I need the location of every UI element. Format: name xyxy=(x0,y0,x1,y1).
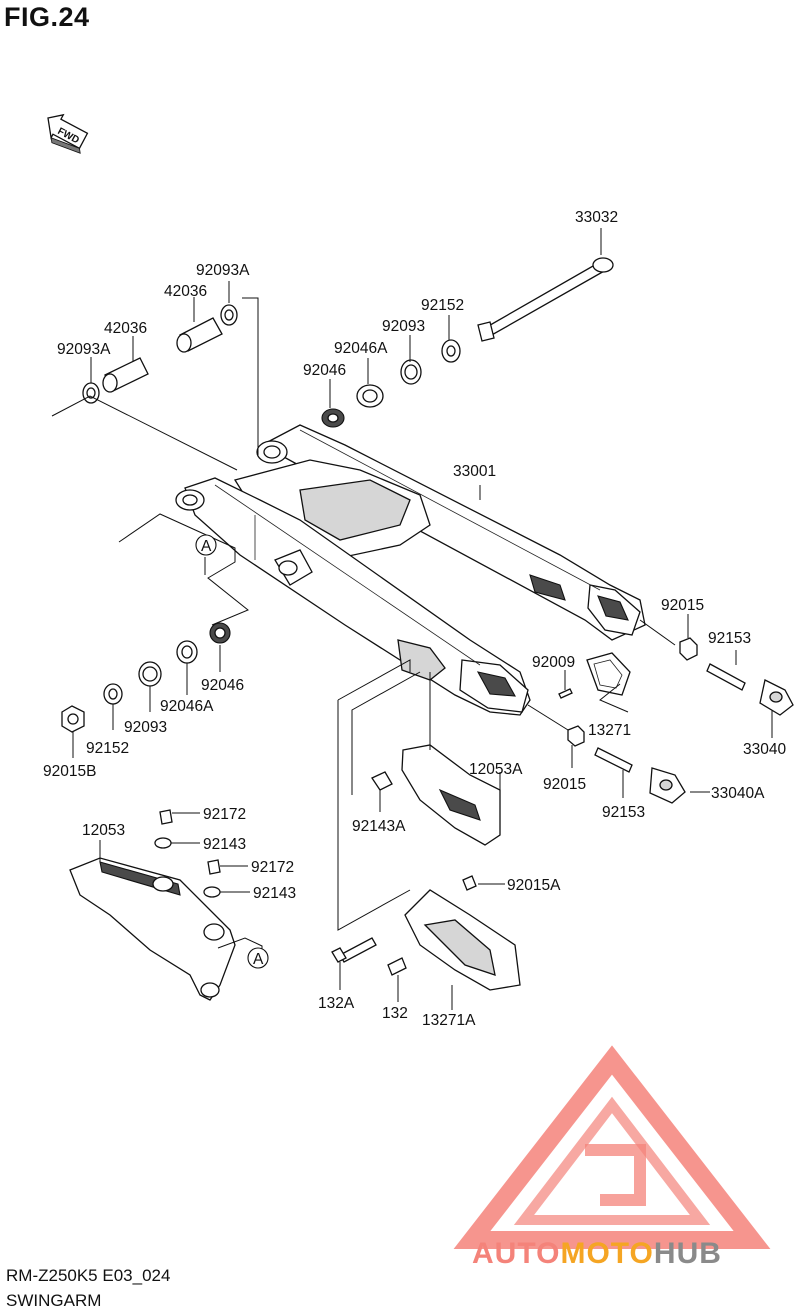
callout-42036-top: 42036 xyxy=(164,283,207,300)
callout-92046A-top: 92046A xyxy=(334,340,388,357)
callout-92093-bottom: 92093 xyxy=(124,719,167,736)
callout-92015B: 92015B xyxy=(43,763,96,780)
callout-12053A: 12053A xyxy=(469,761,523,778)
callout-92152-bottom: 92152 xyxy=(86,740,129,757)
reference-marker-a-top: A xyxy=(195,534,217,556)
lower-bearing-stack xyxy=(61,622,231,733)
callout-92143-a: 92143 xyxy=(203,836,246,853)
leader-lines xyxy=(51,228,773,1010)
callout-92172-b: 92172 xyxy=(251,859,294,876)
watermark-logo: AUTOMOTOHUB xyxy=(453,1045,771,1270)
watermark-text-auto: AUTO xyxy=(472,1237,560,1270)
callout-42036-left: 42036 xyxy=(104,320,147,337)
callout-92093: 92093 xyxy=(382,318,425,335)
callout-33032: 33032 xyxy=(575,209,618,226)
model-code: RM-Z250K5 E03_024 xyxy=(6,1266,171,1285)
callout-13271A: 13271A xyxy=(422,1012,476,1029)
callout-12053: 12053 xyxy=(82,822,125,839)
watermark-text-moto: MOTO xyxy=(560,1237,653,1270)
swingarm-33001 xyxy=(175,424,646,716)
callout-92093A-top: 92093A xyxy=(196,262,250,279)
part-callouts: 33032 92093A 42036 92152 42036 92093 920… xyxy=(43,209,786,1029)
callout-132A: 132A xyxy=(318,995,355,1012)
fwd-arrow-icon: FWD xyxy=(47,113,89,154)
callout-13271: 13271 xyxy=(588,722,631,739)
reference-marker-a-bottom: A xyxy=(247,947,269,969)
callout-33040: 33040 xyxy=(743,741,786,758)
watermark-text-hub: HUB xyxy=(654,1237,722,1270)
callout-92143-b: 92143 xyxy=(253,885,296,902)
callout-92015A: 92015A xyxy=(507,877,561,894)
callout-92015-mid: 92015 xyxy=(543,776,586,793)
svg-text:AUTOMOTOHUB: AUTOMOTOHUB xyxy=(472,1237,722,1270)
callout-92093A-left: 92093A xyxy=(57,341,111,358)
callout-33001: 33001 xyxy=(453,463,496,480)
callout-92172-a: 92172 xyxy=(203,806,246,823)
chain-guide-12053A xyxy=(371,744,501,846)
callout-92009: 92009 xyxy=(532,654,575,671)
reference-marker-a-bottom-label: A xyxy=(253,951,264,968)
callout-92046A-bottom: 92046A xyxy=(160,698,214,715)
figure-title: FIG.24 xyxy=(4,2,90,32)
section-name: SWINGARM xyxy=(6,1291,102,1310)
reference-marker-a-top-label: A xyxy=(201,538,212,555)
callout-92143A: 92143A xyxy=(352,818,406,835)
chain-slider-12053 xyxy=(69,809,236,1001)
callout-132: 132 xyxy=(382,1005,408,1022)
callout-92153-right: 92153 xyxy=(708,630,751,647)
callout-92153-mid: 92153 xyxy=(602,804,645,821)
callout-92015-right: 92015 xyxy=(661,597,704,614)
pivot-shaft-33032 xyxy=(477,257,614,342)
callout-92046-bottom: 92046 xyxy=(201,677,244,694)
chain-guide-13271A xyxy=(331,875,521,991)
watermark-triangle-icon xyxy=(453,1045,771,1249)
callout-92046-top: 92046 xyxy=(303,362,346,379)
chain-adjusters xyxy=(558,637,794,804)
callout-92152-top: 92152 xyxy=(421,297,464,314)
callout-33040A: 33040A xyxy=(711,785,765,802)
